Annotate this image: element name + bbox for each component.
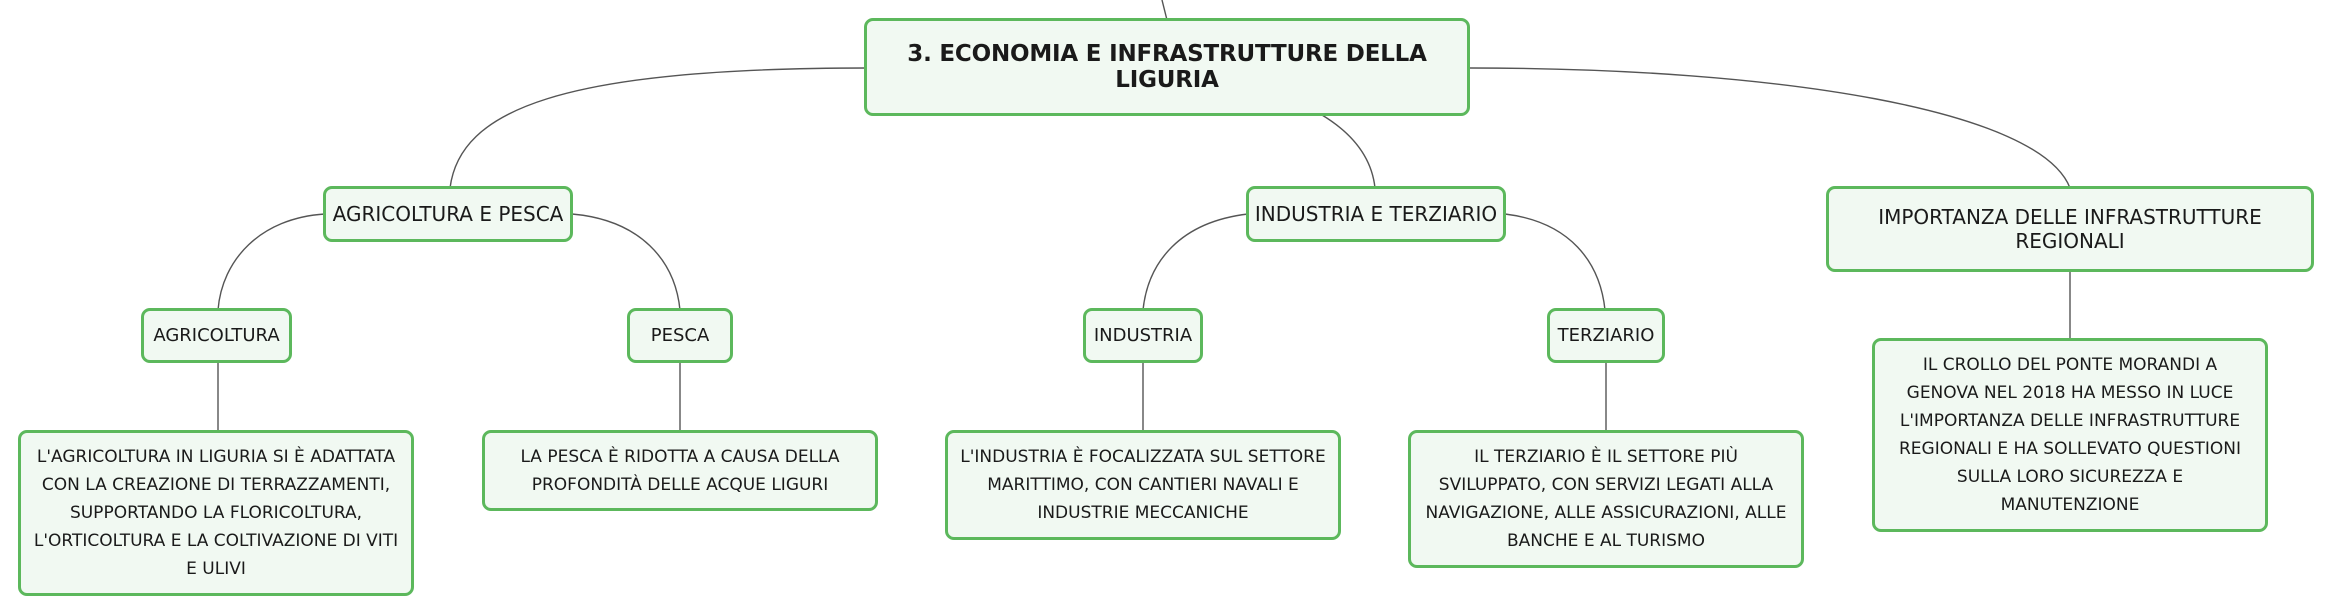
connector-agricoltura: [217, 213, 326, 311]
subtopic-pesca[interactable]: PESCA: [627, 308, 733, 363]
connector-root-parent: [1161, 0, 1168, 21]
subtopic-agricoltura-label: AGRICOLTURA: [153, 325, 280, 346]
subtopic-industria[interactable]: INDUSTRIA: [1083, 308, 1203, 363]
connector-pesca: [571, 213, 681, 311]
note-pesca[interactable]: LA PESCA È RIDOTTA A CAUSA DELLA PROFOND…: [482, 430, 878, 511]
root-topic-label: 3. ECONOMIA E INFRASTRUTTURE DELLA LIGUR…: [907, 41, 1427, 93]
note-industria-text: L'INDUSTRIA È FOCALIZZATA SUL SETTORE MA…: [960, 447, 1326, 523]
note-terziario[interactable]: IL TERZIARIO È IL SETTORE PIÙ SVILUPPATO…: [1408, 430, 1804, 568]
subtopic-industria-label: INDUSTRIA: [1093, 325, 1193, 346]
note-infrastrutture[interactable]: IL CROLLO DEL PONTE MORANDI A GENOVA NEL…: [1872, 338, 2268, 532]
topic-agricoltura-pesca[interactable]: AGRICOLTURA E PESCA: [323, 186, 573, 242]
topic-agricoltura-pesca-label: AGRICOLTURA E PESCA: [332, 202, 564, 226]
subtopic-pesca-label: PESCA: [650, 325, 710, 346]
note-agricoltura[interactable]: L'AGRICOLTURA IN LIGURIA SI È ADATTATA C…: [18, 430, 414, 596]
note-pesca-text: LA PESCA È RIDOTTA A CAUSA DELLA PROFOND…: [520, 446, 840, 495]
topic-infrastrutture[interactable]: IMPORTANZA DELLE INFRASTRUTTURE REGIONAL…: [1826, 186, 2314, 272]
connector-root-agricoltura-pesca: [449, 67, 869, 189]
note-terziario-text: IL TERZIARIO È IL SETTORE PIÙ SVILUPPATO…: [1425, 447, 1787, 551]
subtopic-terziario-label: TERZIARIO: [1557, 325, 1655, 346]
subtopic-agricoltura[interactable]: AGRICOLTURA: [141, 308, 292, 363]
topic-industria-terziario-label: INDUSTRIA E TERZIARIO: [1254, 202, 1498, 226]
note-industria[interactable]: L'INDUSTRIA È FOCALIZZATA SUL SETTORE MA…: [945, 430, 1341, 540]
connector-root-industria-terziario: [1321, 114, 1376, 189]
topic-infrastrutture-label: IMPORTANZA DELLE INFRASTRUTTURE REGIONAL…: [1878, 205, 2262, 253]
note-agricoltura-text: L'AGRICOLTURA IN LIGURIA SI È ADATTATA C…: [33, 447, 399, 579]
note-infrastrutture-text: IL CROLLO DEL PONTE MORANDI A GENOVA NEL…: [1898, 355, 2242, 515]
topic-industria-terziario[interactable]: INDUSTRIA E TERZIARIO: [1246, 186, 1506, 242]
connector-industria: [1142, 213, 1249, 311]
connector-root-infrastrutture: [1469, 67, 2071, 189]
connector-terziario: [1504, 213, 1606, 311]
subtopic-terziario[interactable]: TERZIARIO: [1547, 308, 1665, 363]
root-topic[interactable]: 3. ECONOMIA E INFRASTRUTTURE DELLA LIGUR…: [864, 18, 1470, 116]
